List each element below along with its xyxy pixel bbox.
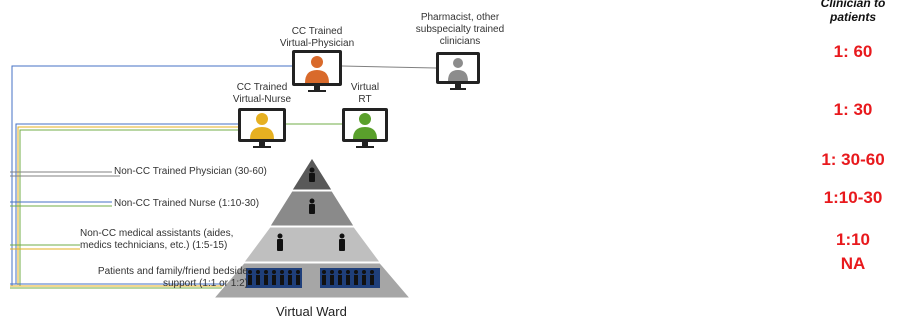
monitor-pharmacist <box>436 52 480 90</box>
label-line: Non-CC Trained Physician (30-60) <box>114 166 267 177</box>
pyramid <box>212 157 412 299</box>
label-line: Non-CC Trained Nurse (1:10-30) <box>114 198 260 209</box>
label-line: Pharmacist, other <box>420 12 500 23</box>
label-virtual-rt: Virtual RT <box>335 82 395 106</box>
label-line: CC Trained <box>291 26 343 37</box>
label-cc-physician: CC Trained Virtual-Physician <box>262 26 372 50</box>
label-line: RT <box>358 94 372 105</box>
label-line: support (1:1 or 1:2) <box>162 278 248 289</box>
label-line: Patients and family/friend bedside <box>97 266 248 277</box>
label-line: CC Trained <box>236 82 288 93</box>
ratio-header: Clinician to patients <box>808 0 898 24</box>
monitor-virtual-rt <box>342 108 388 148</box>
label-line: medics technicians, etc.) (1:5-15) <box>80 240 228 251</box>
ratio-value: NA <box>840 254 866 273</box>
label-line: Virtual-Nurse <box>232 94 292 105</box>
ratio-value: 1: 30 <box>833 100 873 119</box>
patient-group-left-icon <box>246 268 302 288</box>
ratio-value: 1:10 <box>835 230 871 249</box>
tier-label-nurse: Non-CC Trained Nurse (1:10-30) <box>114 198 314 210</box>
patient-group-right-icon <box>320 268 380 288</box>
ratio-value: 1: 60 <box>833 42 873 61</box>
tier-label-patients: Patients and family/friend bedside suppo… <box>48 266 248 290</box>
monitor-cc-physician <box>292 50 342 92</box>
person-icon <box>277 167 345 251</box>
label-line: subspecialty trained <box>415 24 505 35</box>
label-line: clinicians <box>439 36 481 47</box>
ratio-value: 1:10-30 <box>823 188 883 207</box>
label-line: Virtual-Physician <box>279 38 355 49</box>
label-pharmacist: Pharmacist, other subspecialty trained c… <box>400 12 520 48</box>
monitor-cc-nurse <box>238 108 286 148</box>
tier-label-assistants: Non-CC medical assistants (aides, medics… <box>80 228 280 252</box>
header-line: patients <box>829 10 876 24</box>
label-line: Non-CC medical assistants (aides, <box>80 228 234 239</box>
label-line: Virtual <box>350 82 380 93</box>
tier-label-physician: Non-CC Trained Physician (30-60) <box>114 166 314 178</box>
ratio-value: 1: 30-60 <box>821 150 885 169</box>
header-line: Clinician to <box>820 0 886 10</box>
pyramid-title: Virtual Ward <box>276 304 347 319</box>
label-cc-nurse: CC Trained Virtual-Nurse <box>212 82 312 106</box>
